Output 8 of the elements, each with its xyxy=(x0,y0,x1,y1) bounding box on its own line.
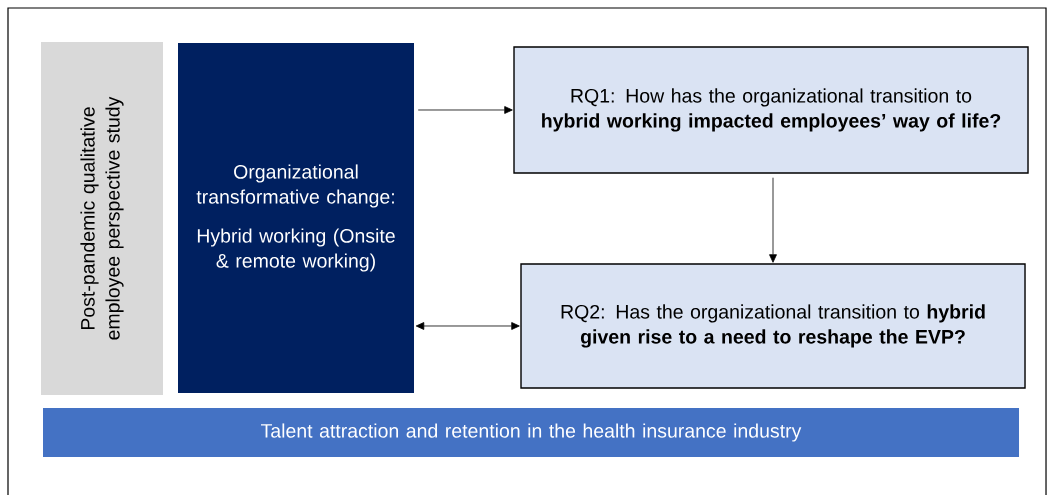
side-panel: Post-pandemic qualitative employee perspective study xyxy=(41,42,163,395)
question-box: RQ2: Has the organizational transition to hybrid given rise to a need to reshape the EVP? xyxy=(520,263,1026,389)
arrow xyxy=(769,177,777,263)
arrow xyxy=(417,106,513,114)
banner-bar: Talent attraction and retention in the health insurance industry xyxy=(43,408,1019,457)
question-box: RQ1: How has the organizational transition to hybrid working impacted employees’ way of life? xyxy=(513,46,1029,174)
change-box: Organizational transformative change: Hybrid working (Onsite & remote working) xyxy=(178,43,414,393)
arrow xyxy=(415,322,520,330)
